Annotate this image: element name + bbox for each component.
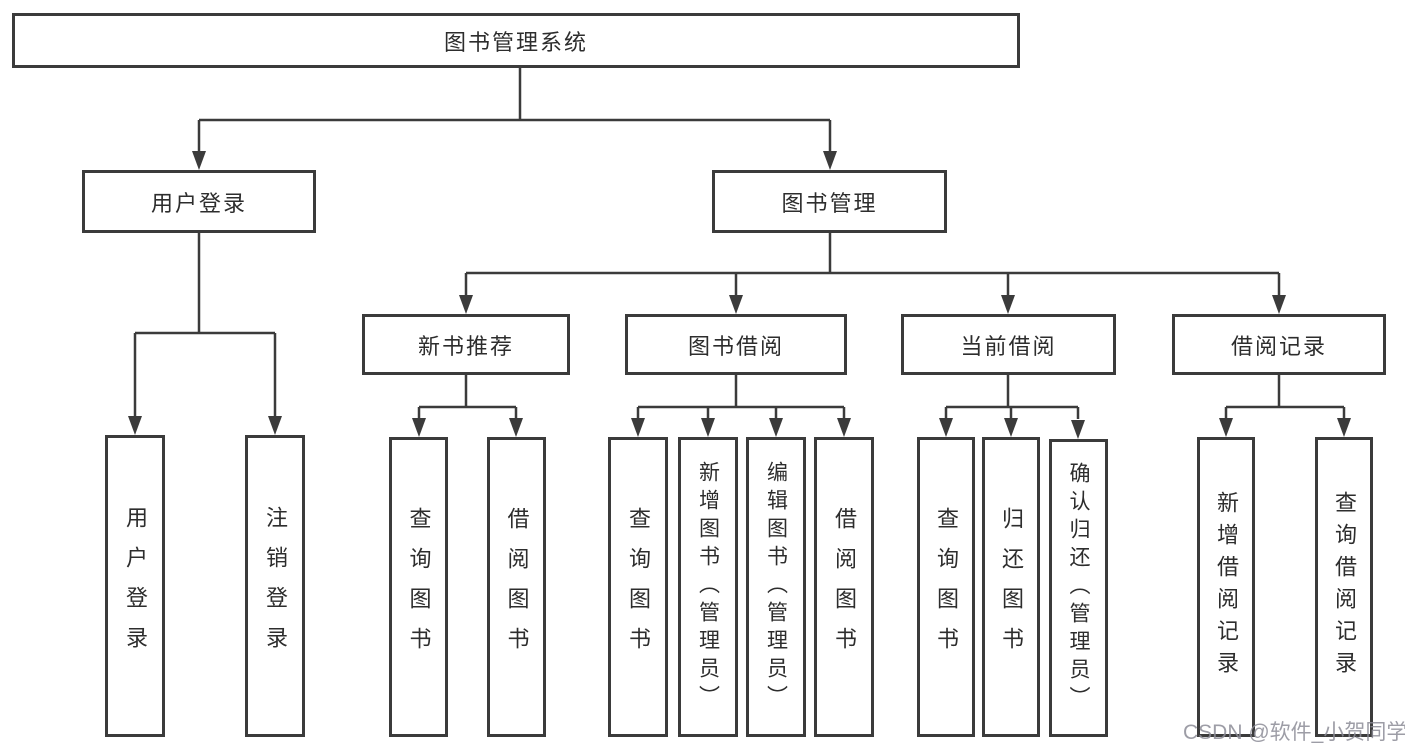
node-label: 新书推荐 bbox=[417, 333, 514, 359]
leaf-query-books: 查询图书 bbox=[917, 437, 975, 737]
node-new-book-recommendation: 新书推荐 bbox=[362, 314, 570, 375]
node-label: 借阅图书 bbox=[832, 507, 857, 667]
leaf-add-book-admin: 新增图书（管理员） bbox=[678, 437, 738, 737]
node-label: 用户登录 bbox=[150, 190, 247, 216]
node-label: 借阅图书 bbox=[504, 507, 530, 667]
node-book-management-system: 图书管理系统 bbox=[12, 13, 1020, 68]
leaf-query-books: 查询图书 bbox=[389, 437, 448, 737]
node-label: 查询借阅记录 bbox=[1332, 491, 1357, 683]
node-label: 借阅记录 bbox=[1230, 333, 1327, 359]
leaf-edit-book-admin: 编辑图书（管理员） bbox=[746, 437, 806, 737]
node-current-borrowing: 当前借阅 bbox=[901, 314, 1116, 375]
node-book-management: 图书管理 bbox=[712, 170, 947, 233]
leaf-query-borrow-record: 查询借阅记录 bbox=[1315, 437, 1373, 737]
node-label: 编辑图书（管理员） bbox=[764, 461, 788, 713]
node-book-borrowing: 图书借阅 bbox=[625, 314, 847, 375]
node-label: 查询图书 bbox=[626, 507, 651, 667]
node-label: 图书借阅 bbox=[687, 333, 784, 359]
leaf-user-login: 用户登录 bbox=[105, 435, 165, 737]
leaf-add-borrow-record: 新增借阅记录 bbox=[1197, 437, 1255, 737]
node-label: 新增图书（管理员） bbox=[696, 461, 720, 713]
csdn-watermark: CSDN @软件_小贺同学 bbox=[1183, 721, 1405, 744]
node-label: 归还图书 bbox=[999, 507, 1024, 667]
arrowhead-icons bbox=[128, 151, 1351, 439]
node-label: 图书管理 bbox=[781, 190, 878, 216]
leaf-borrow-books: 借阅图书 bbox=[814, 437, 874, 737]
node-label: 当前借阅 bbox=[960, 333, 1057, 359]
node-label: 用户登录 bbox=[123, 506, 148, 666]
node-label: 图书管理系统 bbox=[443, 29, 588, 55]
node-label: 查询图书 bbox=[934, 507, 959, 667]
node-label: 查询图书 bbox=[406, 507, 432, 667]
leaf-query-books: 查询图书 bbox=[608, 437, 668, 737]
leaf-logout: 注销登录 bbox=[245, 435, 305, 737]
leaf-return-books: 归还图书 bbox=[982, 437, 1040, 737]
leaf-borrow-books: 借阅图书 bbox=[487, 437, 546, 737]
node-label: 确认归还（管理员） bbox=[1067, 462, 1090, 714]
node-label: 注销登录 bbox=[263, 506, 288, 666]
node-borrowing-records: 借阅记录 bbox=[1172, 314, 1386, 375]
node-label: 新增借阅记录 bbox=[1214, 491, 1239, 683]
leaf-confirm-return-admin: 确认归还（管理员） bbox=[1049, 439, 1108, 737]
node-user-login: 用户登录 bbox=[82, 170, 316, 233]
